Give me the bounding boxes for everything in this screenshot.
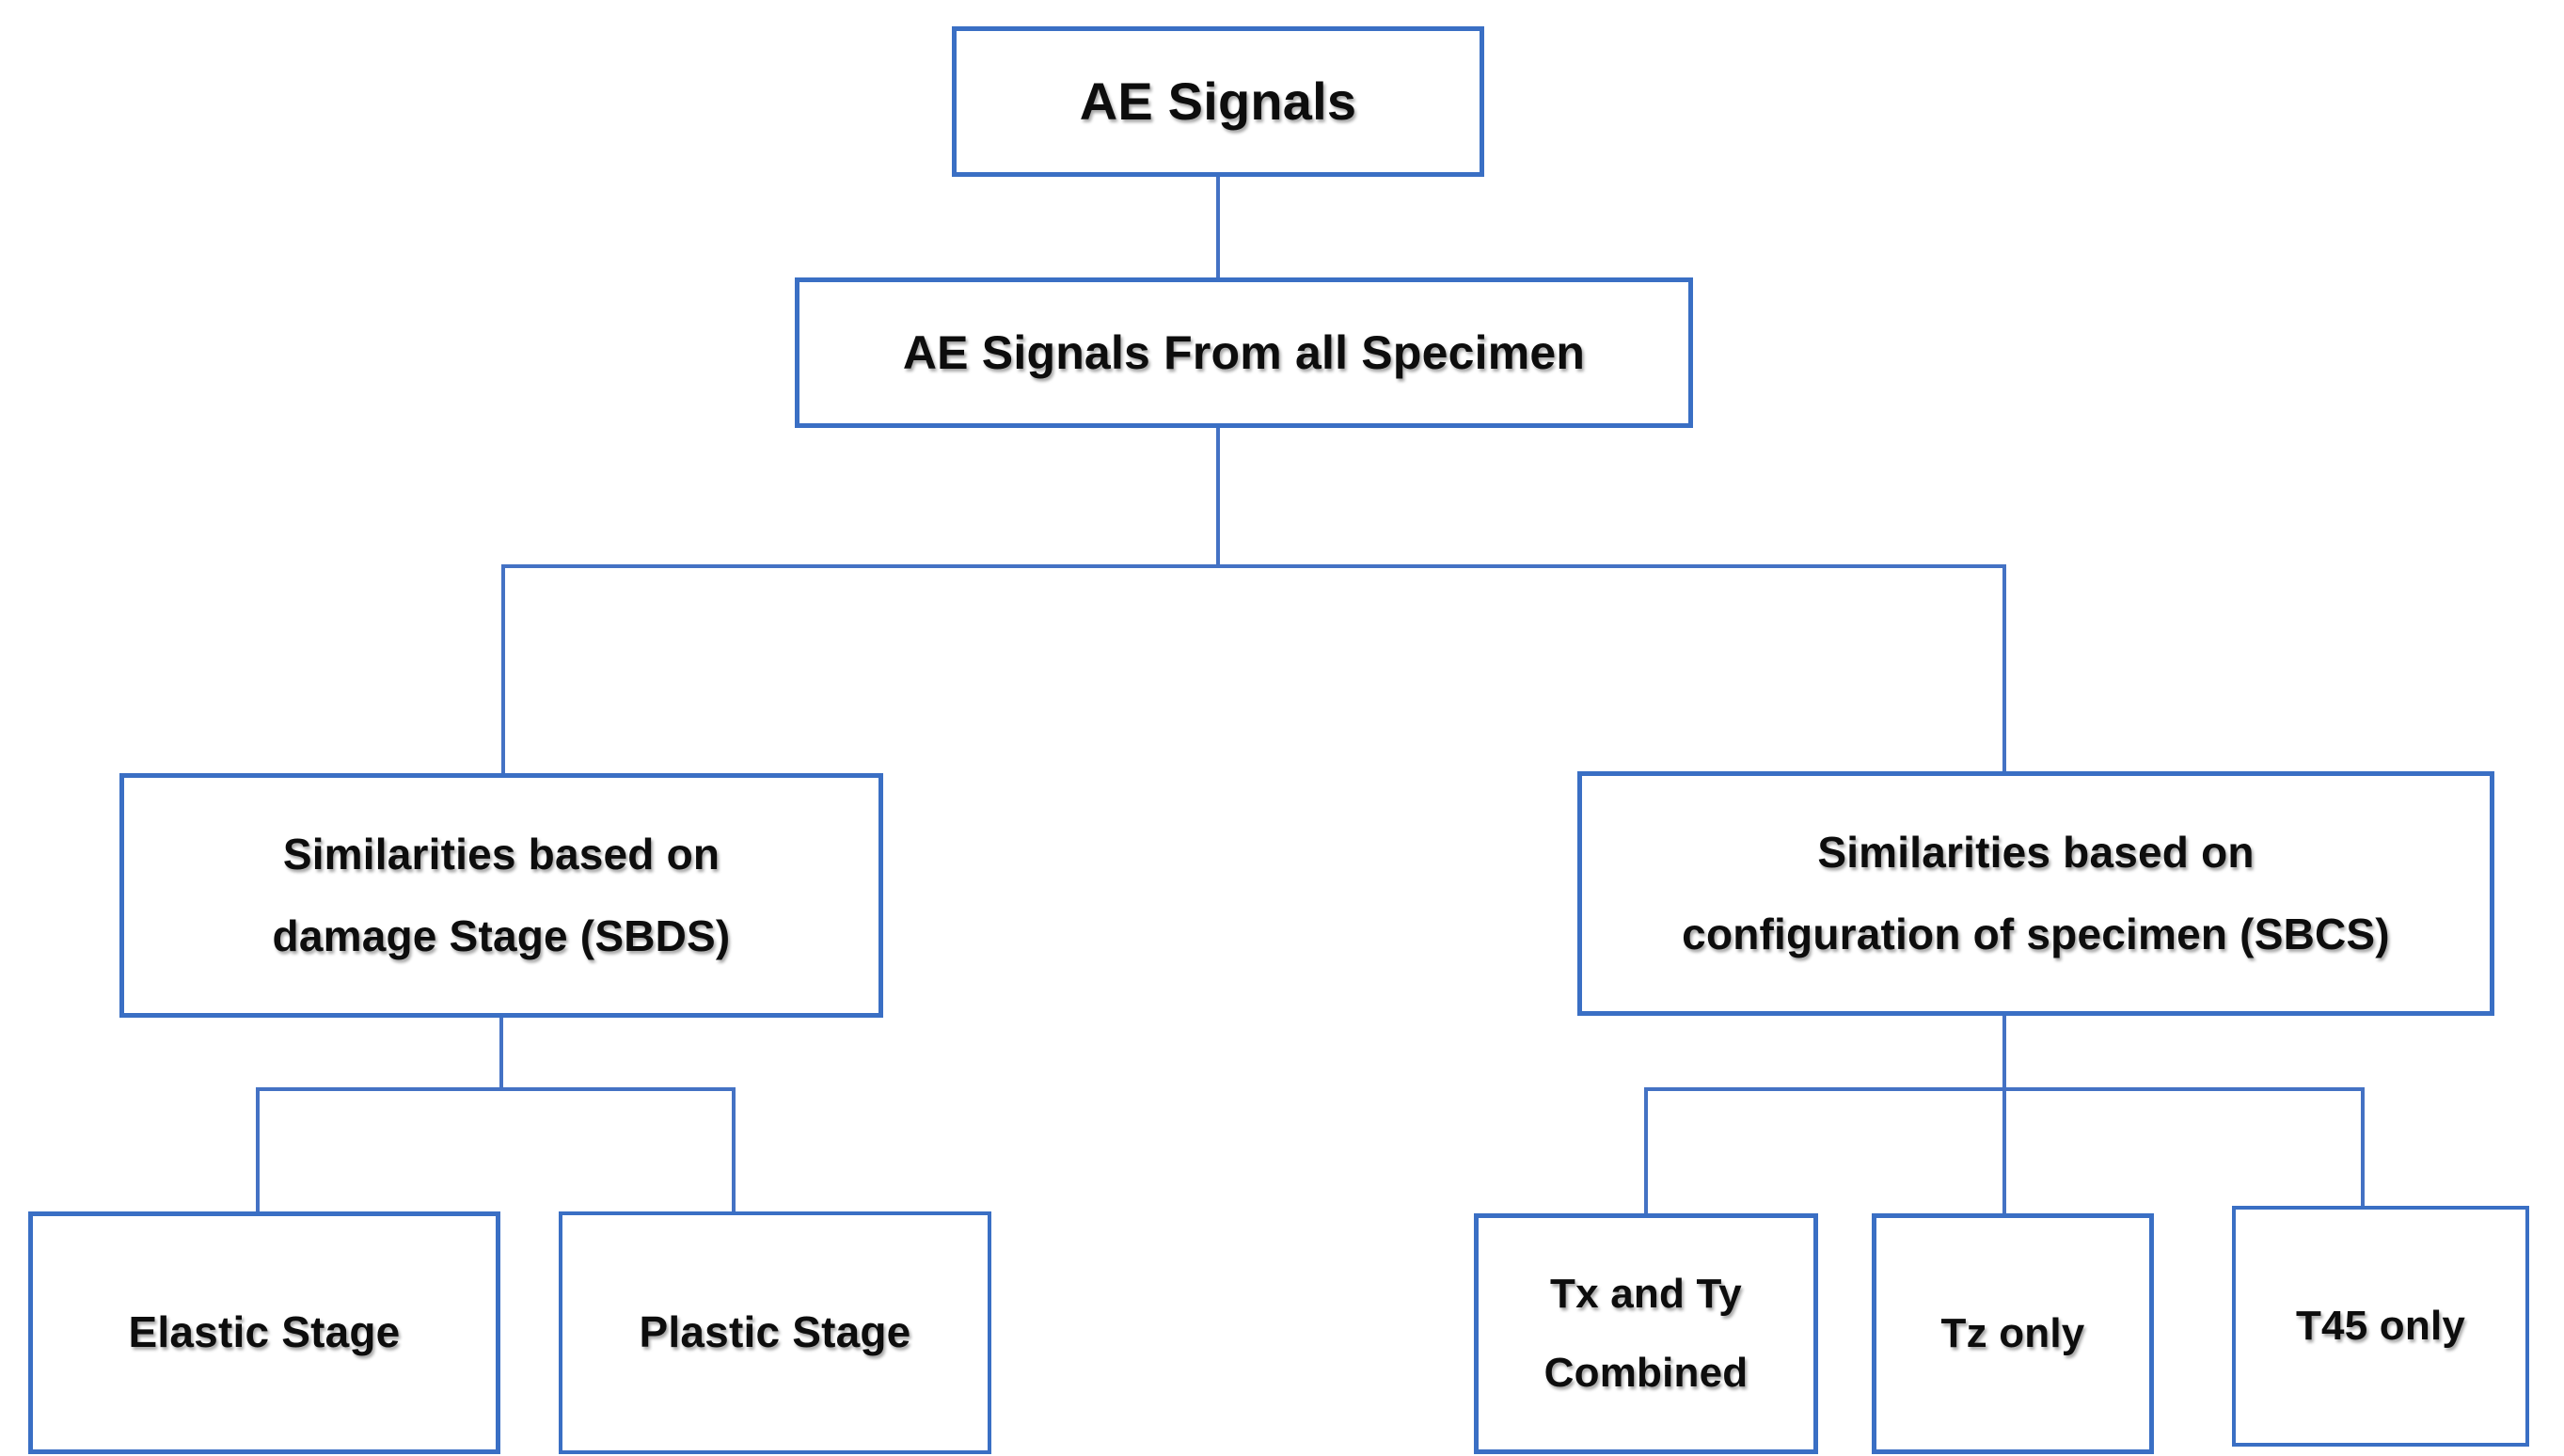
node-elastic-stage[interactable]: Elastic Stage <box>28 1211 500 1454</box>
node-sbcs-line-1: Similarities based on <box>1817 827 2255 877</box>
connector-all-to-bus <box>1216 428 1220 566</box>
node-sbcs-label: Similarities based on configuration of s… <box>1591 812 2480 976</box>
node-tx-and-ty-combined[interactable]: Tx and Ty Combined <box>1474 1213 1818 1454</box>
connector-bus-to-elastic <box>256 1087 260 1211</box>
node-plastic-stage[interactable]: Plastic Stage <box>559 1211 991 1454</box>
connector-bus-to-t45 <box>2361 1087 2365 1206</box>
node-elastic-stage-label: Elastic Stage <box>128 1307 401 1357</box>
node-tx-and-ty-combined-label: Tx and Ty Combined <box>1488 1255 1804 1412</box>
node-ae-signals[interactable]: AE Signals <box>952 26 1484 177</box>
node-plastic-stage-label: Plastic Stage <box>639 1307 911 1357</box>
node-sbds[interactable]: Similarities based on damage Stage (SBDS… <box>119 773 883 1018</box>
node-t45-only[interactable]: T45 only <box>2232 1206 2529 1447</box>
connector-sbds-to-bus <box>499 1018 503 1089</box>
node-ae-signals-label: AE Signals <box>1079 71 1357 131</box>
node-sbds-line-2: damage Stage (SBDS) <box>272 911 731 960</box>
node-ae-signals-from-all-specimen-label: AE Signals From all Specimen <box>902 325 1586 379</box>
connector-bus-to-plastic <box>732 1087 736 1211</box>
node-ae-signals-from-all-specimen[interactable]: AE Signals From all Specimen <box>795 277 1693 428</box>
connector-bus-level3 <box>501 564 2006 568</box>
node-tz-only[interactable]: Tz only <box>1872 1213 2154 1454</box>
connector-bus-to-sbcs <box>2002 564 2006 771</box>
node-sbds-line-1: Similarities based on <box>282 829 720 878</box>
node-sbcs[interactable]: Similarities based on configuration of s… <box>1577 771 2494 1016</box>
connector-root-to-all <box>1216 177 1220 277</box>
connector-bus-to-txty <box>1644 1087 1648 1213</box>
node-sbcs-line-2: configuration of specimen (SBCS) <box>1682 910 2390 958</box>
node-tx-and-ty-combined-line-1: Tx and Ty <box>1550 1271 1742 1318</box>
node-sbds-label: Similarities based on damage Stage (SBDS… <box>134 814 869 978</box>
node-t45-only-label: T45 only <box>2295 1303 2466 1350</box>
connector-sbcs-to-tz <box>2002 1016 2006 1213</box>
node-tz-only-label: Tz only <box>1940 1310 2085 1357</box>
connector-bus-sbcs-children <box>1644 1087 2365 1091</box>
connector-bus-sbds-children <box>256 1087 736 1091</box>
node-tx-and-ty-combined-line-2: Combined <box>1543 1350 1749 1396</box>
connector-bus-to-sbds <box>501 564 505 773</box>
